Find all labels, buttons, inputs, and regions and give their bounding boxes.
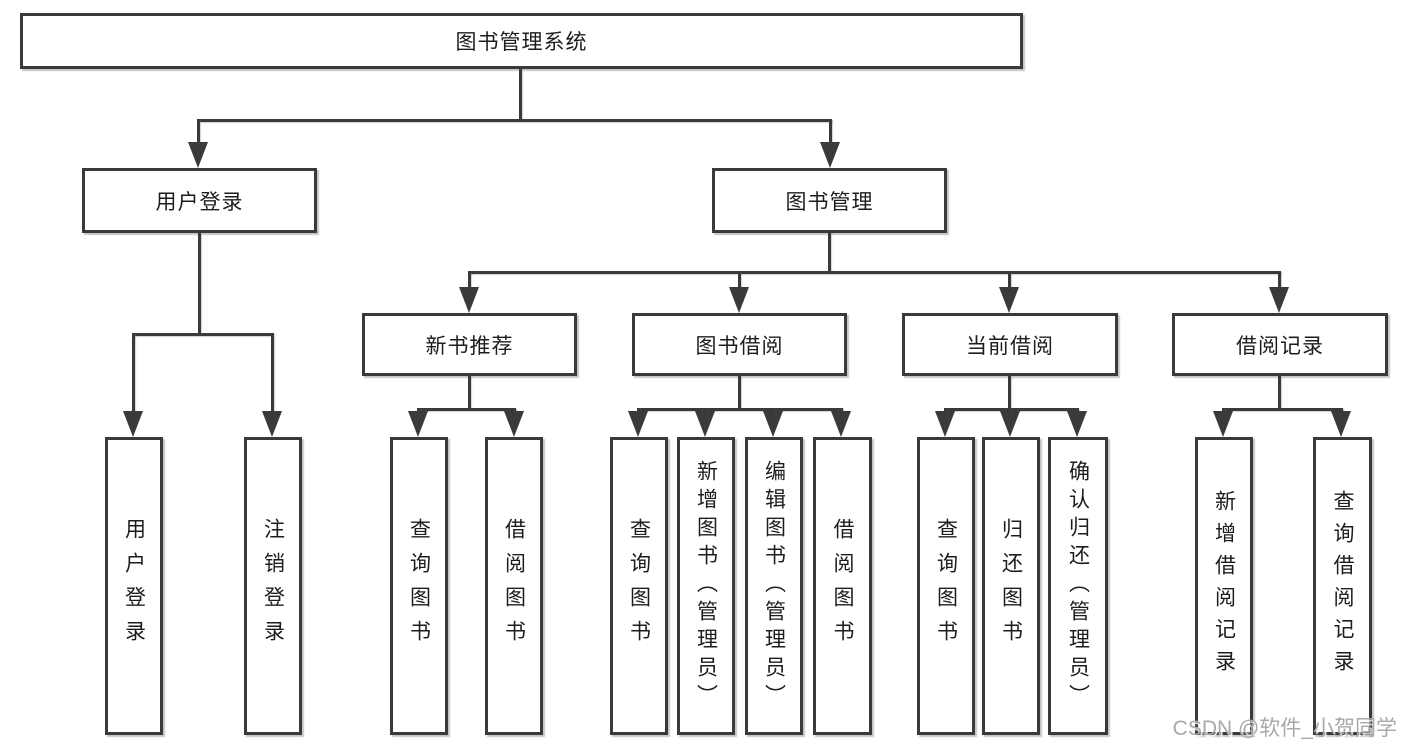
connector-line — [197, 119, 200, 147]
node-root-label: 图书管理系统 — [455, 31, 588, 54]
node-book-borrow-label: 图书借阅 — [695, 334, 784, 358]
arrowhead-down-icon — [1269, 287, 1289, 313]
connector-line — [738, 271, 741, 289]
leaf-query-borrow-record-label: 查询借阅记录 — [1331, 490, 1354, 682]
connector-line — [468, 376, 471, 410]
leaf-borrow-books-2-label: 借阅图书 — [831, 518, 854, 654]
connector-line — [271, 333, 274, 413]
leaf-query-books-3-label: 查询图书 — [934, 518, 958, 654]
leaf-borrow-books-1-label: 借阅图书 — [502, 518, 526, 654]
node-borrow-record: 借阅记录 — [1172, 313, 1388, 376]
node-book-management: 图书管理 — [712, 168, 947, 233]
arrowhead-down-icon — [459, 287, 479, 313]
arrowhead-down-icon — [628, 411, 648, 437]
node-new-book-recommend-label: 新书推荐 — [425, 334, 514, 358]
leaf-edit-books-admin-label: 编辑图书（管理员） — [762, 460, 786, 712]
node-book-borrow: 图书借阅 — [632, 313, 847, 376]
connector-line — [417, 408, 516, 411]
connector-line — [1008, 376, 1011, 410]
leaf-borrow-books-1: 借阅图书 — [485, 437, 543, 735]
arrowhead-down-icon — [262, 411, 282, 437]
connector-line — [132, 333, 135, 413]
leaf-query-books-2: 查询图书 — [610, 437, 668, 735]
arrowhead-down-icon — [123, 411, 143, 437]
leaf-borrow-books-2: 借阅图书 — [813, 437, 872, 735]
leaf-query-books-1-label: 查询图书 — [407, 518, 431, 654]
node-root: 图书管理系统 — [20, 13, 1023, 69]
leaf-confirm-return-admin-label: 确认归还（管理员） — [1066, 460, 1090, 712]
node-current-borrow: 当前借阅 — [902, 313, 1118, 376]
arrowhead-down-icon — [188, 142, 208, 168]
connector-line — [132, 333, 273, 336]
arrowhead-down-icon — [504, 411, 524, 437]
arrowhead-down-icon — [820, 142, 840, 168]
leaf-add-borrow-record: 新增借阅记录 — [1195, 437, 1253, 735]
leaf-return-books: 归还图书 — [982, 437, 1040, 735]
leaf-return-books-label: 归还图书 — [999, 518, 1023, 654]
leaf-add-books-admin: 新增图书（管理员） — [677, 437, 735, 735]
connector-line — [738, 376, 741, 410]
node-book-management-label: 图书管理 — [785, 190, 874, 214]
node-borrow-record-label: 借阅记录 — [1236, 334, 1324, 358]
node-current-borrow-label: 当前借阅 — [966, 334, 1054, 358]
arrowhead-down-icon — [1331, 411, 1351, 437]
leaf-query-books-1: 查询图书 — [390, 437, 448, 735]
connector-line — [468, 271, 1281, 274]
connector-line — [828, 233, 831, 273]
node-user-login: 用户登录 — [82, 168, 317, 233]
csdn-watermark: CSDN @软件_小贺同学 — [1172, 717, 1397, 740]
arrowhead-down-icon — [695, 411, 715, 437]
leaf-add-books-admin-label: 新增图书（管理员） — [694, 460, 718, 712]
leaf-query-books-3: 查询图书 — [917, 437, 975, 735]
leaf-confirm-return-admin: 确认归还（管理员） — [1048, 437, 1108, 735]
connector-line — [519, 69, 522, 121]
arrowhead-down-icon — [408, 411, 428, 437]
leaf-logout-label: 注销登录 — [261, 518, 285, 654]
connector-line — [1222, 408, 1343, 411]
arrowhead-down-icon — [999, 287, 1019, 313]
connector-line — [1278, 271, 1281, 289]
leaf-query-borrow-record: 查询借阅记录 — [1313, 437, 1372, 735]
connector-line — [1008, 271, 1011, 289]
node-user-login-label: 用户登录 — [155, 190, 244, 214]
connector-line — [468, 271, 471, 289]
leaf-edit-books-admin: 编辑图书（管理员） — [745, 437, 803, 735]
leaf-user-login: 用户登录 — [105, 437, 163, 735]
node-new-book-recommend: 新书推荐 — [362, 313, 577, 376]
arrowhead-down-icon — [729, 287, 749, 313]
leaf-query-books-2-label: 查询图书 — [627, 518, 651, 654]
connector-line — [829, 119, 832, 147]
connector-line — [637, 408, 843, 411]
connector-line — [1278, 376, 1281, 410]
arrowhead-down-icon — [831, 411, 851, 437]
connector-line — [197, 119, 832, 122]
leaf-add-borrow-record-label: 新增借阅记录 — [1212, 490, 1236, 682]
arrowhead-down-icon — [1213, 411, 1233, 437]
arrowhead-down-icon — [1067, 411, 1087, 437]
arrowhead-down-icon — [763, 411, 783, 437]
leaf-user-login-label: 用户登录 — [122, 518, 146, 654]
connector-line — [198, 233, 201, 335]
arrowhead-down-icon — [935, 411, 955, 437]
arrowhead-down-icon — [1000, 411, 1020, 437]
leaf-logout: 注销登录 — [244, 437, 302, 735]
